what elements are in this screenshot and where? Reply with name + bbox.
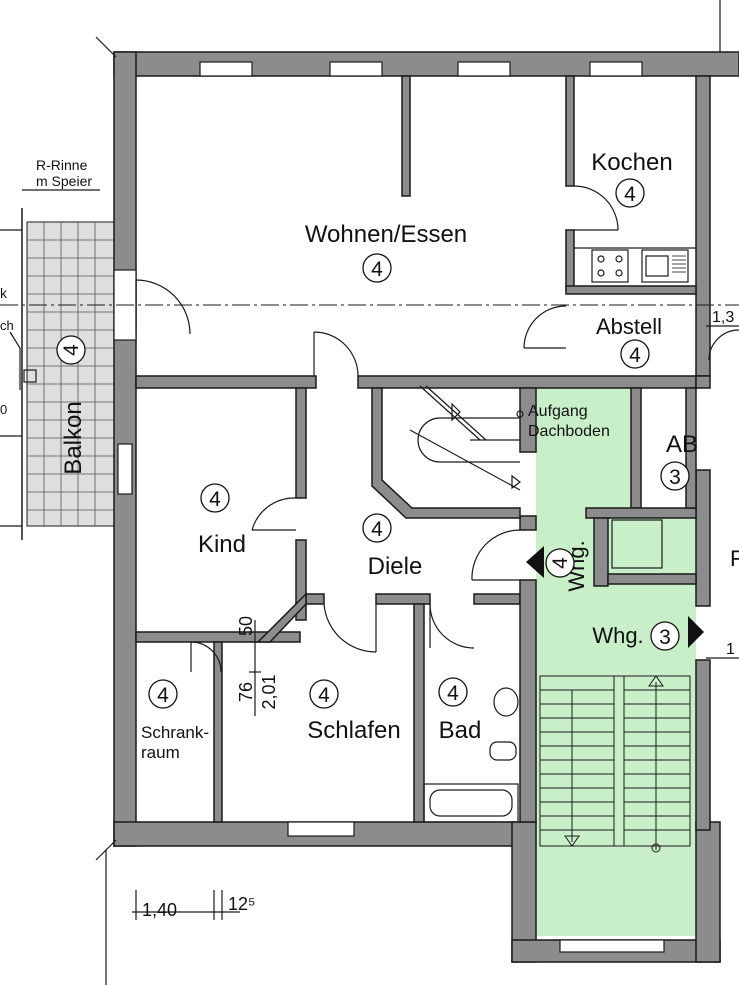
unit-circle-wohnen <box>362 253 392 283</box>
annotation-aufgang: Aufgang <box>528 403 588 420</box>
room-label-wohnen: Wohnen/Essen <box>305 221 467 248</box>
kitchen-fixtures <box>574 247 696 283</box>
attic-stair-wall <box>371 387 521 519</box>
unit-circle-kind <box>200 483 230 513</box>
entrance-arrow-whg3 <box>688 616 704 648</box>
cut-label-ch: ch <box>0 318 14 333</box>
annotation-rinne-line1: R-Rinne <box>36 157 88 173</box>
dimension-140: 1,40 <box>142 900 177 920</box>
interior-walls <box>135 75 711 823</box>
dimension-125: 12⁵ <box>228 894 255 914</box>
unit-number-ab: 3 <box>669 466 681 489</box>
room-label-schrank-line1: Schrank- <box>141 723 209 742</box>
room-label-kind: Kind <box>198 531 246 558</box>
room-label-schrank-line2: raum <box>141 743 180 762</box>
unit-number-whg3: 3 <box>659 626 671 649</box>
annotation-dachboden: Dachboden <box>528 423 610 440</box>
entrance-arrow-whg4 <box>526 546 544 578</box>
attic-stair-symbol <box>409 385 521 491</box>
room-label-ab: AB <box>666 431 698 458</box>
unit-number-wohnen: 4 <box>371 258 383 281</box>
unit-number-schlafen: 4 <box>318 684 330 707</box>
unit-number-whg4: 4 <box>549 557 572 569</box>
unit-circle-diele <box>362 513 392 543</box>
unit-circle-balkon <box>56 335 86 365</box>
unit-number-kind: 4 <box>209 488 221 511</box>
diele-corner-wall <box>256 592 307 643</box>
unit-circle-schrank <box>148 679 178 709</box>
unit-circle-ab <box>660 461 690 491</box>
shaft-box <box>611 519 663 569</box>
label-whg3: Whg. <box>592 623 643 648</box>
unit-circle-whg4 <box>545 548 575 578</box>
unit-circle-kochen <box>615 178 645 208</box>
unit-circle-schlafen <box>309 679 339 709</box>
room-label-abstell: Abstell <box>596 314 662 339</box>
unit-number-diele: 4 <box>371 518 383 541</box>
dimension-50: 50 <box>236 616 256 636</box>
unit-number-balkon: 4 <box>60 344 83 356</box>
unit-number-bad: 4 <box>447 682 459 705</box>
doors <box>135 185 739 673</box>
dimension-76: 76 <box>236 682 256 702</box>
room-label-diele: Diele <box>368 553 423 580</box>
aufgang-marker <box>516 410 524 418</box>
room-label-kochen: Kochen <box>591 149 672 176</box>
room-label-schlafen: Schlafen <box>307 717 400 744</box>
room-label-balkon: Balkon <box>60 401 87 474</box>
cut-label-13: 1,3 <box>712 309 734 326</box>
bathroom-fixtures <box>423 687 519 823</box>
cut-label-1: 1 <box>726 641 735 658</box>
unit-number-schrank: 4 <box>157 684 169 707</box>
annotation-rinne-line2: m Speier <box>36 173 92 189</box>
unit-number-abstell: 4 <box>629 344 641 367</box>
main-staircase <box>539 675 691 853</box>
cut-label-0: 0 <box>0 402 7 417</box>
unit-number-kochen: 4 <box>624 183 636 206</box>
dimension-201: 2,01 <box>259 674 279 709</box>
unit-circle-abstell <box>620 339 650 369</box>
cut-label-F: F <box>730 546 739 571</box>
unit-circle-whg3 <box>650 621 680 651</box>
unit-circle-bad <box>438 677 468 707</box>
room-label-bad: Bad <box>439 717 482 744</box>
cut-label-k: k <box>0 285 8 301</box>
windows <box>113 61 665 953</box>
